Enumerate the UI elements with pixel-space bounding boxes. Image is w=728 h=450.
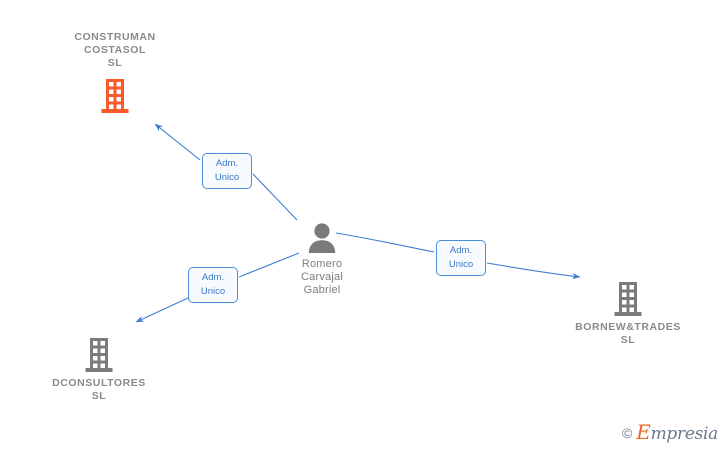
building-icon <box>35 74 195 114</box>
node-label-dconsultores: DCONSULTORES SL <box>52 377 146 402</box>
person-icon <box>242 214 402 254</box>
empresia-watermark: © Empresia <box>622 422 718 443</box>
edge-person-to-bornew[interactable] <box>335 232 581 280</box>
node-label-construman: CONSTRUMAN COSTASOL SL <box>74 31 156 69</box>
brand-wordmark: Empresia <box>636 422 718 443</box>
edge-label-adm-unico-construman[interactable]: Adm. Unico <box>202 153 252 189</box>
node-label-bornew-trades: BORNEW&TRADES SL <box>575 321 681 346</box>
node-bornew-trades[interactable]: BORNEW&TRADES SL <box>548 277 708 347</box>
node-label-person: Romero Carvajal Gabriel <box>301 258 343 296</box>
edge-label-line2: Unico <box>200 286 226 297</box>
edge-label-line1: Adm. <box>449 245 473 256</box>
edge-person-to-construman[interactable] <box>154 123 298 221</box>
building-icon <box>19 333 179 373</box>
edge-label-adm-unico-bornew[interactable]: Adm. Unico <box>436 240 486 276</box>
node-dconsultores[interactable]: DCONSULTORES SL <box>19 333 179 403</box>
building-icon <box>548 277 708 317</box>
edge-person-to-dconsultores[interactable] <box>135 252 300 323</box>
edge-label-adm-unico-dconsultores[interactable]: Adm. Unico <box>188 267 238 303</box>
edge-label-line1: Adm. <box>215 158 239 169</box>
brand-initial: E <box>636 420 651 444</box>
edge-label-line1: Adm. <box>201 272 225 283</box>
copyright-icon: © <box>621 424 633 441</box>
edge-label-line2: Unico <box>214 172 240 183</box>
brand-rest: mpresia <box>650 424 719 444</box>
node-construman-costasol[interactable]: CONSTRUMAN COSTASOL SL <box>35 31 195 114</box>
node-person-romero-carvajal-gabriel[interactable]: Romero Carvajal Gabriel <box>242 214 402 297</box>
edge-label-line2: Unico <box>448 259 474 270</box>
